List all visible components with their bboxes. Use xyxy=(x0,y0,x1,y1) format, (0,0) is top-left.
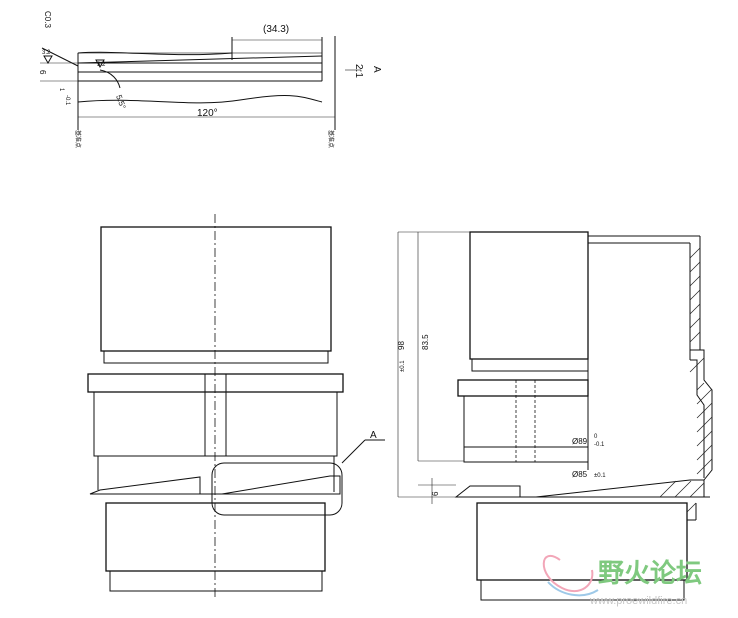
section-callout xyxy=(211,462,343,516)
front-lip-right xyxy=(221,475,341,495)
angle-label: 5.5° xyxy=(114,94,127,111)
top-length-label: (34.3) xyxy=(263,24,289,35)
dim-dia1-label: Ø89 xyxy=(572,437,588,446)
scale-label: 2:1 xyxy=(353,64,364,78)
datum-label-left: 基准点 xyxy=(74,130,82,148)
roughness-label-a: 3.2 xyxy=(42,50,51,56)
dim-base-label: 6 xyxy=(431,491,440,496)
side-top-body xyxy=(469,231,589,360)
dim-dia1-tol-upper: 0 xyxy=(594,434,598,440)
side-lip-right xyxy=(535,479,705,498)
chamfer-label: C0.3 xyxy=(43,11,52,28)
side-bottom-ring xyxy=(480,579,685,601)
datum-label-right: 基准点 xyxy=(327,130,335,148)
watermark: 野火论坛 www.proewildfire.cn xyxy=(542,554,702,607)
dim-height-label: 83.5 xyxy=(421,334,430,350)
side-neck xyxy=(471,358,589,372)
front-neck xyxy=(103,350,329,364)
detail-taper-line xyxy=(77,55,323,64)
section-leader xyxy=(341,439,366,464)
section-label: A xyxy=(370,430,377,441)
detail-view: C0.3 3.2 3.2 6 1 -0.1 5.5° (34.3) 120° A… xyxy=(38,11,382,148)
side-view: 98 ±0.1 83.5 Ø89 0 -0.1 Ø85 ±0.1 6 xyxy=(397,231,713,601)
front-top-body xyxy=(100,226,332,352)
side-hatching xyxy=(659,247,713,513)
dim-dia2-tol: ±0.1 xyxy=(594,473,606,479)
side-profile-inner xyxy=(690,359,705,478)
tolerance-sub-label: -0.1 xyxy=(64,95,70,106)
detail-break-bottom xyxy=(77,95,323,104)
dim-dia1-tol-lower: -0.1 xyxy=(594,442,605,448)
dim-total-tol: ±0.1 xyxy=(400,360,406,372)
detail-break-top xyxy=(77,51,233,56)
view-label: A xyxy=(371,66,382,73)
front-lip-left xyxy=(89,476,201,495)
roughness-label-b: 3.2 xyxy=(97,62,106,68)
front-view: A xyxy=(87,214,385,600)
side-profile-outer xyxy=(690,349,713,481)
front-bottom-ring xyxy=(109,570,323,592)
height-label: 6 xyxy=(38,70,47,75)
tolerance-label: 1 xyxy=(58,88,64,92)
angle-arc xyxy=(99,69,121,89)
dim-total-label: 98 xyxy=(397,341,406,350)
roughness-symbol-a xyxy=(43,55,53,65)
front-flange xyxy=(87,373,344,393)
length-label: 120° xyxy=(197,108,218,119)
watermark-text: 野火论坛 xyxy=(598,559,702,589)
side-mid-body xyxy=(463,395,589,463)
watermark-logo-pink xyxy=(542,554,594,593)
roughness-symbol-b xyxy=(95,59,105,69)
side-flange xyxy=(457,379,589,397)
side-lip-left xyxy=(454,485,521,498)
watermark-logo-blue xyxy=(547,581,599,597)
front-mid-body xyxy=(93,391,338,457)
dim-dia2-label: Ø85 xyxy=(572,470,588,479)
watermark-url: www.proewildfire.cn xyxy=(589,595,687,607)
front-bottom-body xyxy=(105,502,326,572)
